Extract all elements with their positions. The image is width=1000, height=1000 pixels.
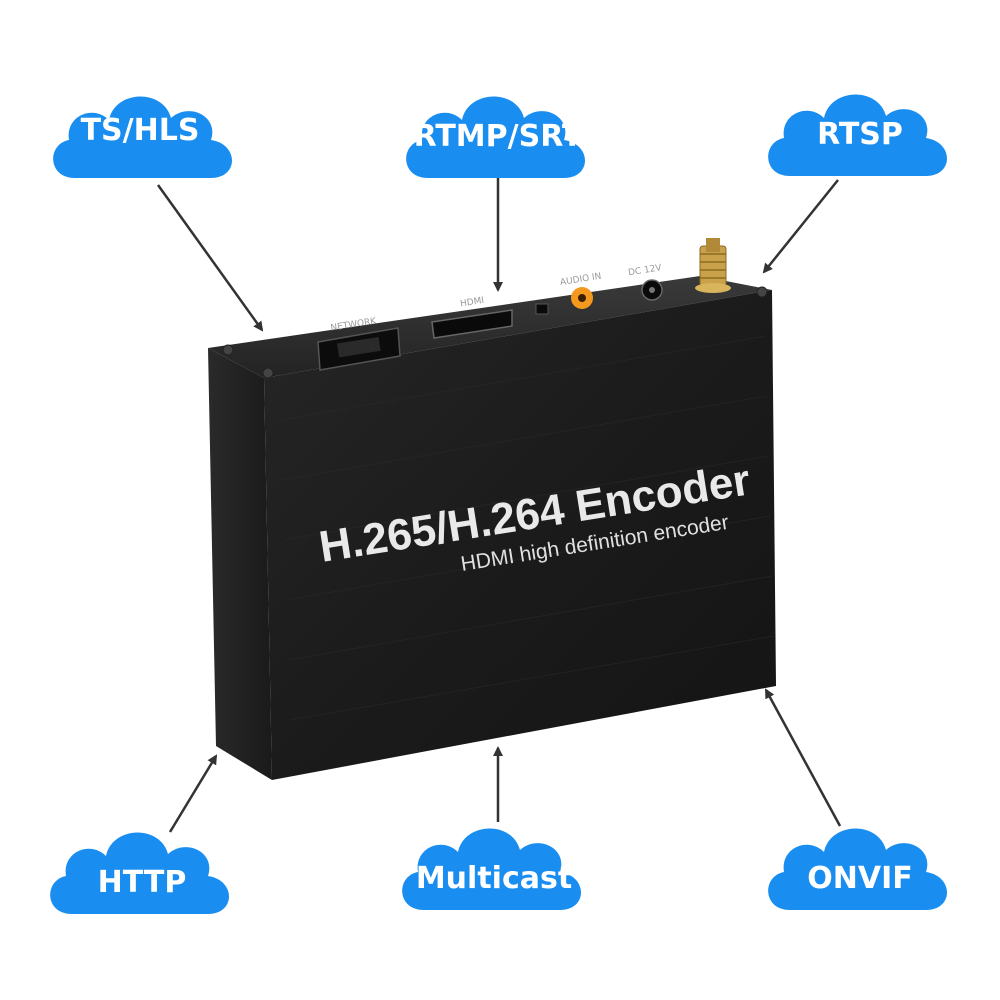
arrow-icon [168,754,218,833]
dc-jack-icon [641,279,663,301]
port-label-dc: DC 12V [627,263,663,278]
protocol-label-http: HTTP [98,865,187,900]
arrow-icon [156,184,264,332]
audio-jack-icon [571,287,593,309]
arrow-icon [764,688,842,827]
port-label-audio: AUDIO IN [559,272,602,288]
cloud-rtmp-srt: RTMP/SRT [406,96,585,178]
device-left-side [208,348,272,780]
antenna-icon [695,238,731,293]
protocol-label-onvif: ONVIF [807,861,912,896]
ethernet-port-icon [317,327,401,371]
cloud-rtsp: RTSP [768,94,947,176]
switch [535,303,549,315]
brushed-texture [279,335,775,721]
connection-arrows [156,178,842,833]
arrow-icon [762,179,839,274]
cloud-onvif: ONVIF [768,828,947,910]
screw [262,367,274,379]
protocol-label-rtmp-srt: RTMP/SRT [414,119,583,154]
hdmi-port-icon [431,309,513,339]
screw [756,286,768,298]
cloud-multicast: Multicast [402,828,581,910]
protocol-label-rtsp: RTSP [817,117,903,152]
protocol-label-multicast: Multicast [416,861,572,896]
cloud-http: HTTP [50,832,229,914]
cloud-ts-hls: TS/HLS [53,96,232,178]
screw [222,344,234,356]
encoder-device: NETWORK HDMI AUDIO IN DC 12V [208,238,776,780]
port-label-hdmi: HDMI [459,296,484,310]
protocol-label-ts-hls: TS/HLS [81,113,200,148]
